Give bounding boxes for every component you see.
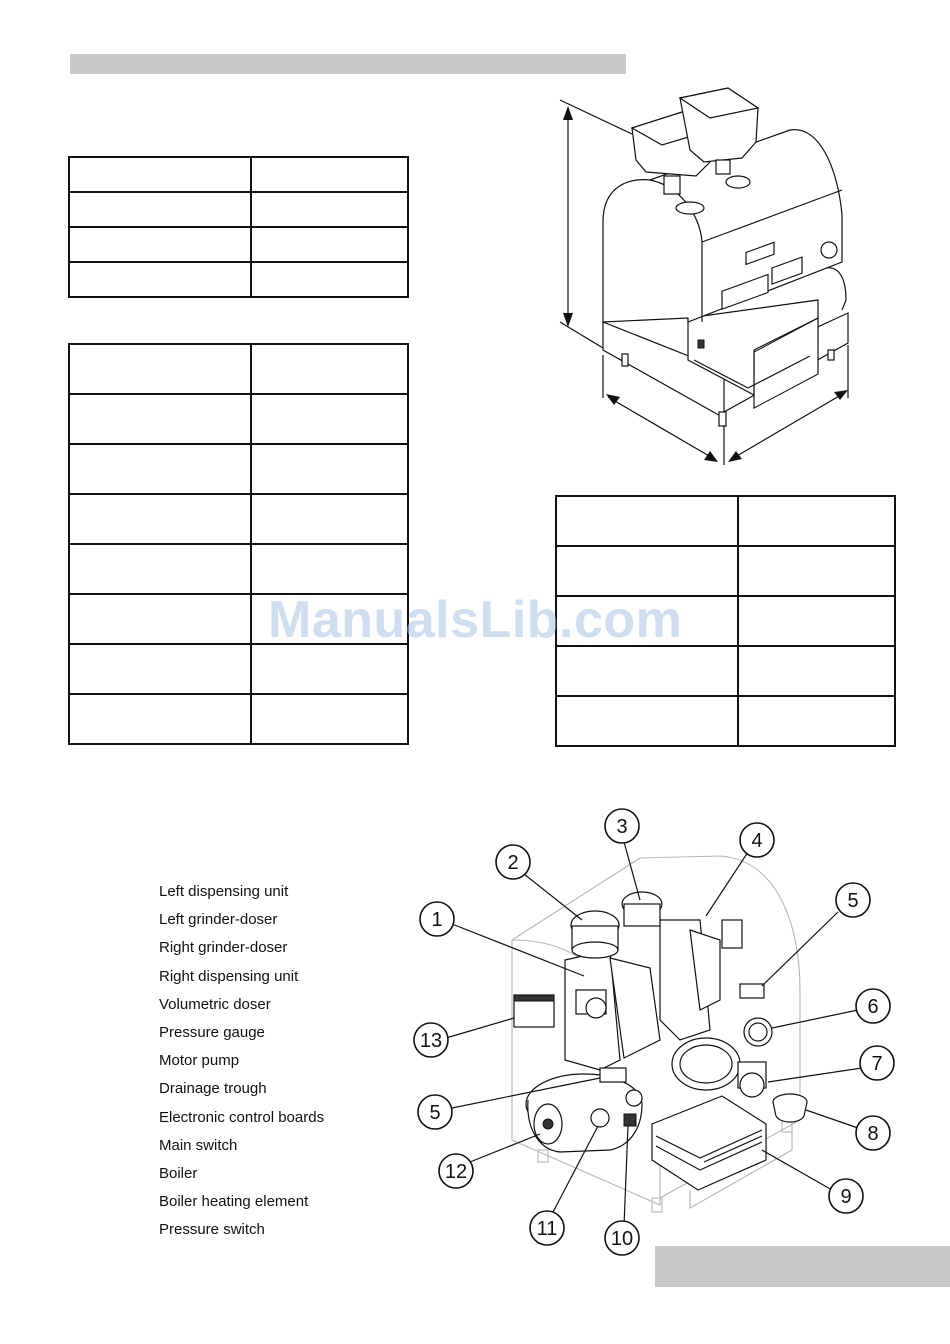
svg-text:4: 4 [751,830,762,852]
table-row [68,693,409,745]
svg-text:3: 3 [616,816,627,838]
table-row [68,543,409,595]
svg-text:7: 7 [871,1053,882,1075]
svg-text:12: 12 [445,1161,467,1183]
table-row [68,443,409,495]
callout-2: 2 [495,844,531,880]
watermark: ManualsLib.com [268,591,683,649]
callout-1: 1 [419,901,455,937]
table-row [68,343,409,395]
table-row [68,226,409,263]
list-item: Left grinder-doser [159,911,278,929]
table-row [68,393,409,445]
list-item: Pressure switch [159,1221,265,1239]
machine-drawing [559,87,849,465]
table-row [68,643,409,695]
callout-12: 12 [438,1153,474,1189]
callout-6: 6 [855,988,891,1024]
callout-10: 10 [604,1220,640,1256]
table-row [555,495,896,547]
list-item: Electronic control boards [159,1108,325,1126]
svg-text:10: 10 [611,1228,633,1250]
callout-9: 9 [828,1178,864,1214]
svg-text:9: 9 [840,1186,851,1208]
callout-8: 8 [855,1115,891,1151]
table-row [555,695,896,747]
table-row [68,493,409,545]
list-item: Pressure gauge [159,1023,265,1041]
list-item: Drainage trough [159,1080,267,1098]
list-item: Main switch [159,1136,238,1154]
callout-3: 3 [604,808,640,844]
table-row [555,545,896,597]
dimensions-table [68,156,409,298]
list-item: Right grinder-doser [159,939,288,957]
table-row [68,191,409,228]
table-row [68,156,409,193]
callout-7: 7 [859,1045,895,1081]
svg-text:5: 5 [847,890,858,912]
list-item: Volumetric doser [159,995,271,1013]
list-item: Boiler heating element [159,1193,309,1211]
table-row [555,595,896,647]
list-item: Boiler [159,1164,198,1182]
svg-text:5: 5 [429,1102,440,1124]
table-row [68,593,409,645]
list-item: Right dispensing unit [159,967,299,985]
callout-13: 13 [413,1022,449,1058]
list-item: Left dispensing unit [159,883,289,900]
callout-5-lower: 5 [417,1094,453,1130]
callout-11: 11 [529,1210,565,1246]
svg-text:1: 1 [431,909,442,931]
list-item: Motor pump [159,1052,240,1070]
svg-text:2: 2 [507,852,518,874]
svg-text:6: 6 [867,996,878,1018]
specifications-table [68,343,409,745]
exploded-view [445,841,863,1227]
svg-text:8: 8 [867,1123,878,1145]
footer-bar [655,1246,950,1287]
parts-list: Left dispensing unit Left grinder-doser … [159,882,324,1248]
callout-5-upper: 5 [835,882,871,918]
section-header-bar [70,54,626,74]
table-row [555,645,896,697]
table-row [68,261,409,298]
svg-text:13: 13 [420,1030,442,1052]
electrical-table [555,495,896,747]
callout-4: 4 [739,822,775,858]
svg-text:11: 11 [537,1218,558,1240]
